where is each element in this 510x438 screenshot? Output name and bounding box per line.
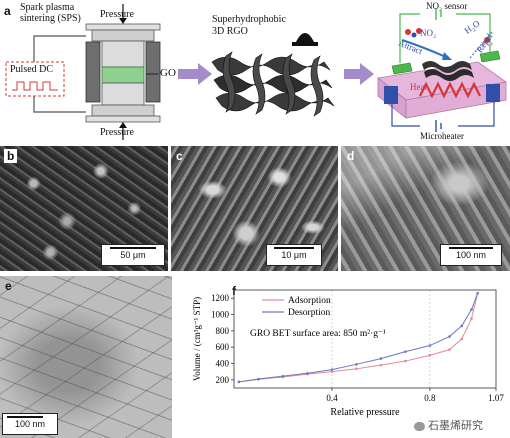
sem-image-b: b 50 μm: [0, 146, 168, 271]
wire-bottom: [33, 96, 86, 113]
repel-arrow: [469, 31, 493, 59]
data-point-desorption: [330, 368, 334, 371]
rgo-structure: [211, 51, 335, 117]
data-point-adsorption: [448, 348, 451, 351]
panel-label-d: d: [347, 149, 355, 163]
heater-wire-right: [458, 102, 495, 127]
scale-bar-d: 100 nm: [440, 244, 502, 266]
scale-bar-b: 50 μm: [101, 244, 165, 266]
panel-label-b: b: [4, 149, 18, 163]
scale-bar-c: 10 μm: [266, 244, 322, 266]
water-droplet-icon: [292, 33, 318, 46]
sem-image-d: d 100 nm: [341, 146, 510, 271]
data-point-adsorption: [404, 359, 407, 363]
data-point-adsorption: [470, 317, 473, 320]
scale-bar-e: 100 nm: [2, 413, 58, 435]
wire-top: [33, 35, 86, 62]
schematic-a: [5, 4, 508, 140]
data-point-adsorption: [379, 363, 383, 367]
y-tick-label: 1000: [211, 310, 230, 320]
no2-label: NO₂: [420, 28, 437, 38]
sps-title-line1: Spark plasma: [20, 2, 75, 13]
rgo-title: Superhydrophobic 3D RGO: [212, 14, 286, 38]
no2-sensor-label: NO₂ sensor: [426, 1, 468, 11]
attract-arrowhead: [442, 52, 452, 60]
scale-bar-line-e: [7, 416, 43, 418]
isotherm-chart: 0.4 0.8 1.07 200 400 600 800 1000 1200 GRO BET s…: [192, 289, 504, 418]
x-tick-label: 0.8: [424, 393, 436, 403]
data-point-adsorption: [460, 337, 464, 341]
y-tick-label: 800: [216, 326, 230, 336]
tem-image-e: e 100 nm: [0, 276, 172, 438]
scale-text-d: 100 nm: [455, 250, 487, 260]
pressure-label-bottom: Pressure: [100, 127, 134, 138]
data-point-desorption: [404, 350, 407, 353]
scale-text-c: 10 μm: [281, 250, 307, 260]
y-tick-label: 600: [216, 342, 230, 352]
data-point-adsorption: [355, 367, 358, 371]
sensor-wire-left: [399, 13, 420, 63]
data-point-desorption: [257, 377, 260, 381]
wechat-icon: [414, 421, 425, 431]
rgo-title-line1: Superhydrophobic: [212, 14, 286, 25]
data-point-desorption: [470, 308, 473, 311]
data-point-desorption: [460, 324, 464, 328]
y-axis-label: Volume / (cm³g⁻¹ STP): [192, 297, 202, 381]
process-arrow-1: [178, 63, 212, 85]
process-arrow-2: [344, 63, 374, 85]
x-axis-label: Relative pressure: [330, 407, 400, 418]
sem-image-c: c 10 μm: [171, 146, 338, 271]
bet-annotation: GRO BET surface area: 850 m²·g⁻¹: [250, 328, 386, 339]
sps-title: Spark plasma sintering (SPS): [20, 2, 81, 24]
scale-text-b: 50 μm: [120, 250, 146, 260]
chart-grid: [331, 290, 431, 388]
heat-label: Heat: [410, 82, 427, 92]
pulse-wave: [12, 81, 58, 91]
legend-label: Adsorption: [288, 296, 331, 306]
data-point-desorption: [237, 380, 241, 384]
data-point-desorption: [306, 372, 309, 375]
pressure-arrow-bottom: [119, 122, 127, 140]
pressure-label-top: Pressure: [100, 9, 134, 20]
sensor-device: [377, 50, 508, 119]
scale-bar-line-c: [274, 247, 314, 249]
sps-title-line2: sintering (SPS): [20, 13, 81, 24]
data-point-adsorption: [428, 354, 432, 357]
watermark: 石墨烯研究: [414, 417, 483, 433]
plot-frame: [233, 289, 497, 389]
data-point-desorption: [476, 291, 479, 295]
data-point-desorption: [281, 374, 285, 378]
y-tick-label: 200: [216, 375, 230, 385]
x-tick-label: 1.07: [488, 393, 504, 403]
y-tick-label: 1200: [211, 293, 230, 303]
data-point-adsorption: [330, 370, 334, 373]
chart-series: [237, 291, 479, 384]
panel-label-e: e: [5, 279, 12, 293]
y-tick-label: 400: [216, 359, 230, 369]
chart-axes: 0.4 0.8 1.07 200 400 600 800 1000 1200: [211, 293, 504, 403]
rgo-title-line2: 3D RGO: [212, 26, 248, 37]
no2-molecule-icon: [405, 28, 422, 38]
pressure-arrow-top: [119, 4, 127, 24]
microheater-label: Microheater: [420, 131, 464, 141]
scale-bar-line-b: [110, 247, 156, 249]
sps-press: [85, 23, 161, 123]
panel-label-c: c: [176, 149, 183, 163]
sensor-wire-right: [456, 13, 491, 52]
scale-bar-line-d: [449, 247, 493, 249]
legend-label: Desorption: [288, 308, 330, 318]
scale-text-e: 100 nm: [14, 419, 46, 429]
data-point-desorption: [379, 357, 383, 360]
pulsed-dc-label: Pulsed DC: [10, 64, 54, 75]
panel-label-a: a: [4, 4, 11, 18]
data-point-desorption: [428, 344, 432, 347]
x-tick-label: 0.4: [326, 393, 338, 403]
data-point-desorption: [355, 363, 358, 366]
data-point-desorption: [448, 335, 451, 338]
h2o-molecule-icon: [481, 37, 493, 46]
watermark-text: 石墨烯研究: [428, 419, 483, 432]
go-label: GO: [160, 67, 176, 79]
heater-wire-left: [391, 104, 420, 127]
